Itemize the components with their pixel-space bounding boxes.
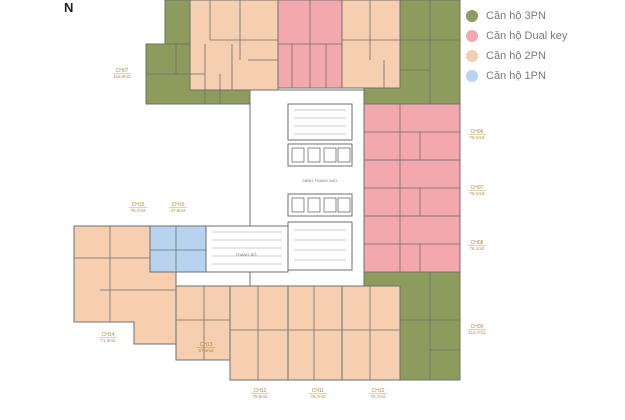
unit-code-label: CH07 xyxy=(116,68,129,74)
stair-label: THANG BỘ xyxy=(236,252,257,257)
unit-code-label: CH07 xyxy=(471,185,484,191)
unit-area-label: 76,6m2 xyxy=(252,394,268,399)
building-core: SẢNH THANG MÁY THANG BỘ xyxy=(205,89,365,287)
legend-label: Căn hộ Dual key xyxy=(486,30,568,42)
unit-area-label: 76,7m2 xyxy=(130,208,146,213)
unit-area-label: 116,9m2 xyxy=(113,74,131,79)
unit-code-label: CH08 xyxy=(471,240,484,246)
legend-item: Căn hộ 1PN xyxy=(466,66,616,86)
unit-area-label: 76,1m2 xyxy=(469,135,485,140)
stair-left xyxy=(205,225,289,273)
legend-label: Căn hộ 3PN xyxy=(486,10,546,22)
legend-label: Căn hộ 2PN xyxy=(486,50,546,62)
unit-code-label: CH10 xyxy=(372,388,385,394)
unit-2pn-ch10[interactable] xyxy=(341,285,401,381)
unit-area-label: 57,4m2 xyxy=(198,348,214,353)
legend-item: Căn hộ 2PN xyxy=(466,46,616,66)
north-label: N xyxy=(64,0,74,15)
unit-code-label: CH14 xyxy=(102,332,115,338)
unit-area-label: 76,1m2 xyxy=(469,246,485,251)
unit-3pn-top-left-upper[interactable] xyxy=(164,0,191,45)
unit-2pn-ch12[interactable] xyxy=(229,285,289,381)
unit-code-label: CH06 xyxy=(471,129,484,135)
legend-item: Căn hộ Dual key xyxy=(466,26,616,46)
unit-area-label: 76,7m2 xyxy=(310,394,326,399)
interior-walls xyxy=(74,0,460,380)
circle-icon xyxy=(466,70,478,82)
unit-code-label: CH16 xyxy=(172,202,185,208)
unit-area-label: 76,1m2 xyxy=(469,191,485,196)
circle-icon xyxy=(466,50,478,62)
unit-code-label: CH11 xyxy=(312,388,325,394)
unit-labels: CH07116,9m2CH0676,1m2CH0776,1m2CH0876,1m… xyxy=(99,68,486,399)
unit-area-label: 76,7m2 xyxy=(370,394,386,399)
legend-label: Căn hộ 1PN xyxy=(486,70,546,82)
unit-1pn-ch16[interactable] xyxy=(149,225,207,273)
unit-area-label: 37,9m2 xyxy=(170,208,186,213)
unit-shapes xyxy=(73,0,461,381)
unit-code-label: CH09 xyxy=(471,324,484,330)
unit-2pn-ch11[interactable] xyxy=(287,285,343,381)
unit-code-label: CH13 xyxy=(200,342,213,348)
legend-item: Căn hộ 3PN xyxy=(466,6,616,26)
unit-area-label: 71,3m2 xyxy=(100,338,116,343)
circle-icon xyxy=(466,10,478,22)
stair-top xyxy=(287,103,353,141)
unit-code-label: CH12 xyxy=(254,388,267,394)
unit-2pn-top-a[interactable] xyxy=(189,0,279,91)
unit-code-label: CH15 xyxy=(132,202,145,208)
lobby-label: SẢNH THANG MÁY xyxy=(302,178,338,183)
unit-2pn-top-b[interactable] xyxy=(341,0,401,89)
north-arrow-icon: N xyxy=(64,0,73,15)
unit-area-label: 112,7m2 xyxy=(468,330,486,335)
stair-bottom xyxy=(287,221,353,271)
circle-icon xyxy=(466,30,478,42)
